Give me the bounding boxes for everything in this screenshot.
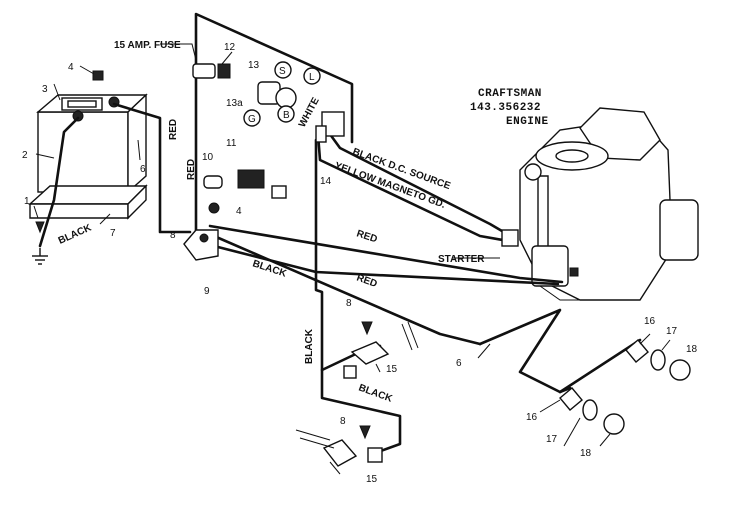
ignition-switch <box>243 61 321 127</box>
wire-label-red-mid: RED <box>355 228 378 245</box>
callout-12: 12 <box>224 42 236 53</box>
wire-label-red-left: RED <box>186 159 197 180</box>
wire-label-red-battery: RED <box>168 119 179 140</box>
fuse-holder <box>192 63 231 79</box>
wire-red-starter <box>208 224 564 284</box>
starter-label: STARTER <box>438 254 485 265</box>
callout-16a: 16 <box>526 412 538 423</box>
battery-tray <box>28 184 148 220</box>
ignition-connector <box>315 111 345 143</box>
callout-15b: 15 <box>366 474 378 485</box>
callout-3: 3 <box>42 84 48 95</box>
callout-14: 14 <box>320 176 332 187</box>
wire-label-black-vertical: BLACK <box>304 328 315 364</box>
callout-6a: 6 <box>140 164 146 175</box>
terminal-s: S <box>279 66 286 77</box>
headlight-right <box>625 339 691 381</box>
terminal-g: G <box>248 114 256 125</box>
wire-label-black-lower: BLACK <box>357 382 394 405</box>
callout-13a: 13a <box>226 98 243 109</box>
wire-red-lower <box>212 234 482 346</box>
callout-13: 13 <box>248 60 260 71</box>
engine-model-label: 143.356232 <box>470 102 541 114</box>
callout-18a: 18 <box>580 448 592 459</box>
ammeter-plug <box>237 169 287 199</box>
callout-7: 7 <box>110 228 116 239</box>
battery <box>36 93 148 194</box>
wire-label-black-ground: BLACK <box>57 222 94 247</box>
callout-17a: 17 <box>546 434 558 445</box>
interlock-switch-low <box>295 425 383 467</box>
callout-4a: 4 <box>68 62 74 73</box>
wire-label-white: WHITE <box>297 96 322 130</box>
wire-label-black-solenoid: BLACK <box>251 258 288 280</box>
callout-1: 1 <box>24 196 30 207</box>
callout-17b: 17 <box>666 326 678 337</box>
callout-6b: 6 <box>456 358 462 369</box>
wire-harness-down <box>314 138 402 454</box>
engine <box>519 107 699 301</box>
callout-8a: 8 <box>170 230 176 241</box>
callout-8b: 8 <box>346 298 352 309</box>
callout-11: 11 <box>226 138 237 149</box>
callout-4b: 4 <box>236 206 242 217</box>
ground-symbol <box>32 221 48 265</box>
fuse-label: 15 AMP. FUSE <box>114 40 181 51</box>
engine-brand-label: CRAFTSMAN <box>478 88 542 100</box>
callout-8c: 8 <box>340 416 346 427</box>
terminal-b: B <box>283 110 290 121</box>
callout-2: 2 <box>22 150 28 161</box>
callout-16b: 16 <box>644 316 656 327</box>
callout-9: 9 <box>204 286 210 297</box>
callout-10: 10 <box>202 152 214 163</box>
wire-red-battery <box>112 102 192 234</box>
callout-15a: 15 <box>386 364 398 375</box>
battery-bolt <box>92 70 104 81</box>
wire-magneto <box>316 132 516 244</box>
rectifier <box>203 175 223 189</box>
terminal-l: L <box>309 72 315 83</box>
headlight-left <box>559 387 625 435</box>
callout-18b: 18 <box>686 344 698 355</box>
wire-fuse-loop <box>194 12 354 252</box>
wire-black-ground <box>38 116 80 248</box>
interlock-switch-mid <box>343 321 419 379</box>
engine-connector <box>501 229 519 247</box>
wire-to-lights <box>478 308 572 394</box>
engine-part-label: ENGINE <box>506 116 549 128</box>
starter-solenoid <box>183 202 220 261</box>
